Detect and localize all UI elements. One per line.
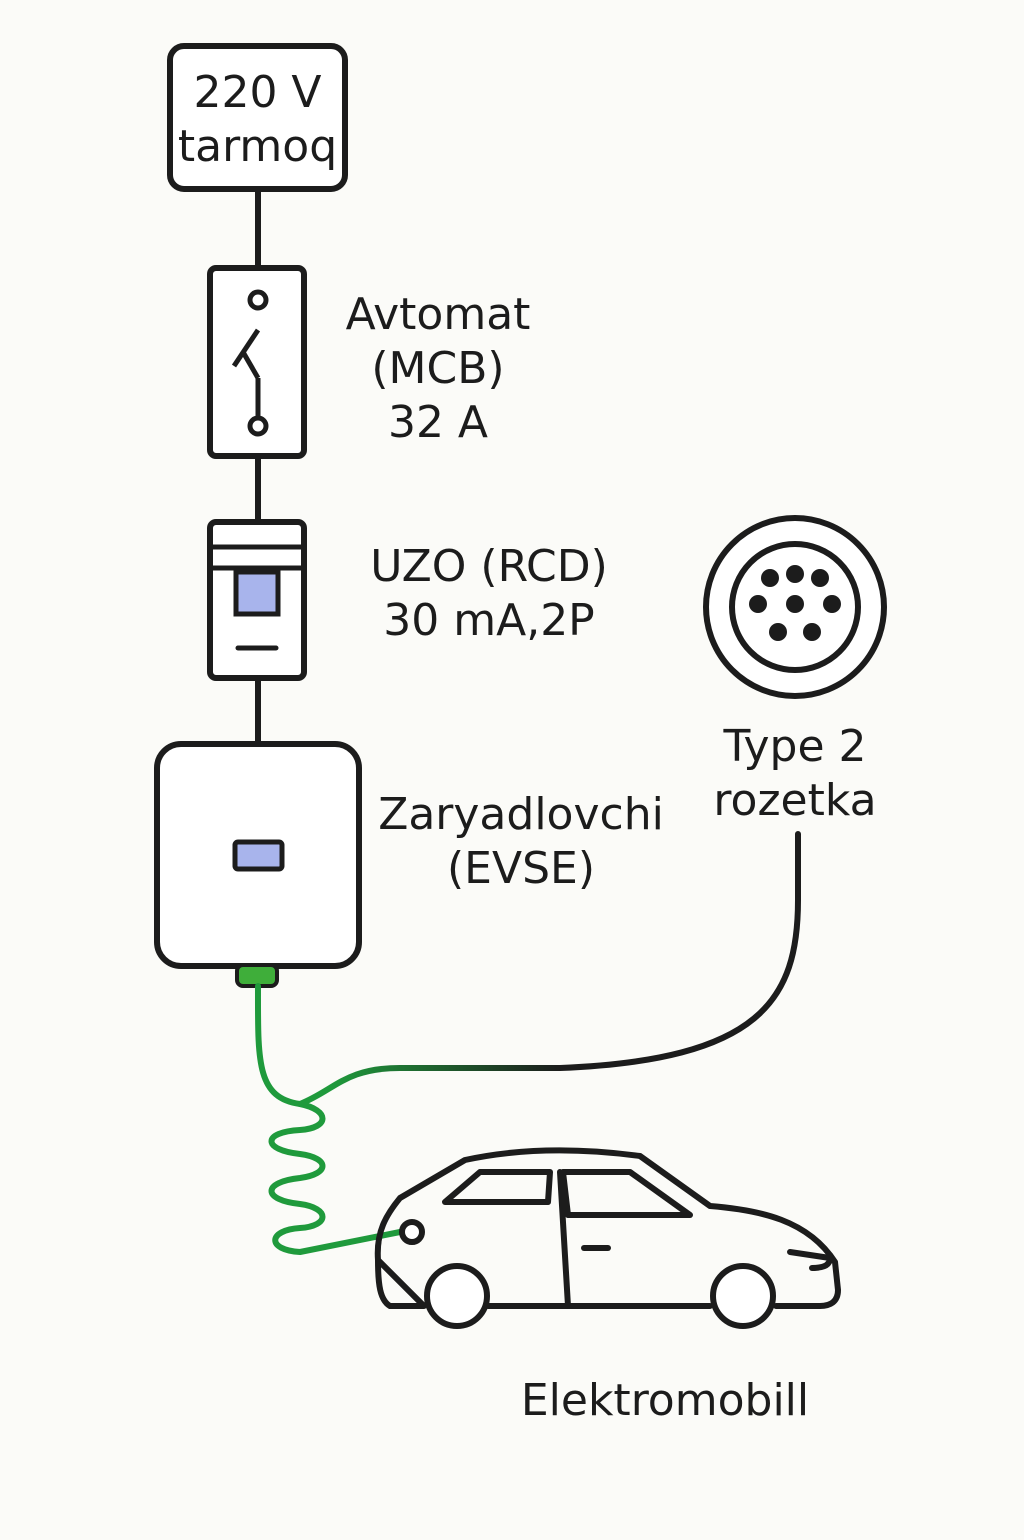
- car-wheel-front: [424, 1263, 490, 1329]
- car-body: [374, 1147, 841, 1309]
- charger-label: Zaryadlovchi (EVSE): [378, 789, 664, 894]
- rcd-indicator-icon: [233, 569, 281, 617]
- breaker-box: [207, 265, 307, 459]
- breaker-label: Avtomat (MCB) 32 A: [345, 289, 531, 448]
- car-window-front: [442, 1169, 553, 1205]
- car-window-rear: [560, 1169, 693, 1218]
- switch-contact-icon: [231, 289, 269, 437]
- charging-cable: [254, 983, 403, 1255]
- grid-box: [167, 43, 348, 192]
- car-icon: [374, 1147, 841, 1329]
- socket-label: Type 2 rozetka: [713, 721, 877, 826]
- car-label: Elektromobill: [520, 1375, 810, 1426]
- socket-cable: [297, 831, 801, 1107]
- rcd-label: UZO (RCD) 30 mA,2P: [370, 541, 608, 646]
- grid-label: 220 V tarmoq: [177, 67, 338, 172]
- car-charge-port: [399, 1219, 425, 1245]
- cable-outlet: [235, 963, 279, 988]
- car-wheel-rear: [710, 1263, 776, 1329]
- type2-socket-icon: [703, 515, 887, 699]
- charger-box: [154, 741, 362, 988]
- rcd-box: [207, 519, 307, 681]
- evse-display-icon: [232, 839, 285, 872]
